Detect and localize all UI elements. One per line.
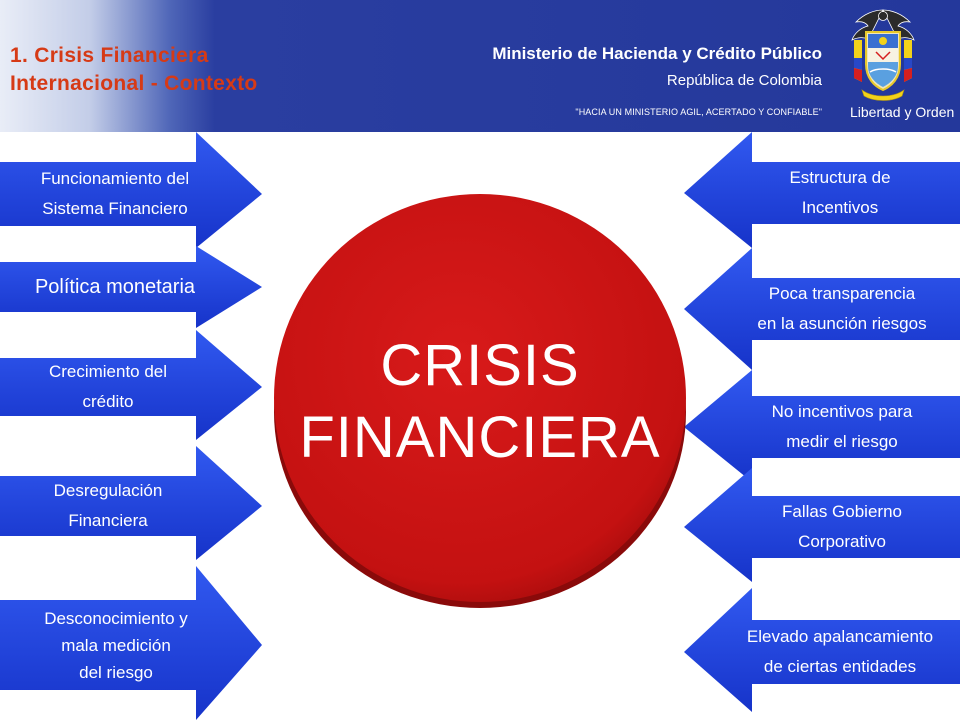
left-arrow-label-2-line-1: Política monetaria <box>34 276 196 298</box>
left-arrow-label-5-line-1: Desconocimiento y <box>44 608 188 628</box>
ministry-motto: "HACIA UN MINISTERIO AGIL, ACERTADO Y CO… <box>575 107 822 117</box>
left-arrow-label-4-line-1: Desregulación <box>53 481 163 500</box>
left-arrow-label-4-line-2: Financiera <box>68 511 148 530</box>
left-arrow-label-3-line-2: crédito <box>82 392 134 411</box>
emblem-label: Libertad y Orden <box>850 104 955 120</box>
right-arrow-label-2-line-1: Poca transparencia <box>768 284 916 303</box>
right-arrow-1 <box>684 132 960 248</box>
left-arrow-4 <box>0 446 262 560</box>
right-arrow-label-4-line-1: Fallas Gobierno <box>781 502 902 521</box>
crisis-title-line1: CRISIS <box>380 333 580 398</box>
section-title: 1. Crisis Financiera Internacional - Con… <box>10 42 258 98</box>
right-arrow-label-3-line-2: medir el riesgo <box>786 432 898 451</box>
left-arrow-label-5-line-3: del riesgo <box>79 662 153 682</box>
right-arrow-label-1: Estructura de Incentivos <box>710 163 960 223</box>
left-arrow-label-5: Desconocimiento y mala medición del riesgo <box>0 605 246 686</box>
republic-name: República de Colombia <box>666 72 822 89</box>
crisis-circle <box>274 194 686 608</box>
right-arrow-label-5-line-2: de ciertas entidades <box>763 657 917 676</box>
coat-of-arms-icon <box>851 9 915 101</box>
left-arrow-label-1-line-2: Sistema Financiero <box>42 199 188 218</box>
ministry-name: Ministerio de Hacienda y Crédito Público <box>492 44 822 63</box>
left-arrow-label-3: Crecimiento del crédito <box>0 357 238 417</box>
left-arrow-label-2: Política monetaria <box>0 273 245 301</box>
right-arrow-label-1-line-1: Estructura de <box>789 168 891 187</box>
right-arrow-2 <box>684 248 960 370</box>
section-title-line1: 1. Crisis Financiera <box>10 44 209 67</box>
header-banner: 1. Crisis Financiera Internacional - Con… <box>0 0 960 132</box>
right-arrow-label-4-line-2: Corporativo <box>798 532 886 551</box>
right-arrow-label-2-line-2: en la asunción riesgos <box>757 314 927 333</box>
right-arrow-label-3-line-1: No incentivos para <box>771 402 913 421</box>
left-arrow-label-3-line-1: Crecimiento del <box>48 362 168 381</box>
right-arrows <box>684 132 960 712</box>
right-arrow-label-1-line-2: Incentivos <box>801 198 879 217</box>
left-arrow-2 <box>0 246 262 328</box>
right-arrow-3 <box>684 370 960 482</box>
right-arrow-4 <box>684 468 960 582</box>
left-arrow-label-5-line-2: mala medición <box>61 635 171 655</box>
left-arrow-5 <box>0 566 262 720</box>
right-arrow-label-3: No incentivos para medir el riesgo <box>712 397 960 457</box>
section-title-line2: Internacional - Contexto <box>10 72 258 95</box>
right-arrow-label-2: Poca transparencia en la asunción riesgos <box>712 279 960 339</box>
right-arrow-5 <box>684 588 960 712</box>
left-arrow-label-1-line-1: Funcionamiento del <box>40 169 190 188</box>
crisis-title-line2: FINANCIERA <box>299 405 661 470</box>
right-arrow-label-5-line-1: Elevado apalancamiento <box>746 627 934 646</box>
right-arrow-label-5: Elevado apalancamiento de ciertas entidad… <box>710 622 960 682</box>
left-arrow-3 <box>0 330 262 440</box>
left-arrows <box>0 132 262 720</box>
left-arrow-1 <box>0 132 262 248</box>
